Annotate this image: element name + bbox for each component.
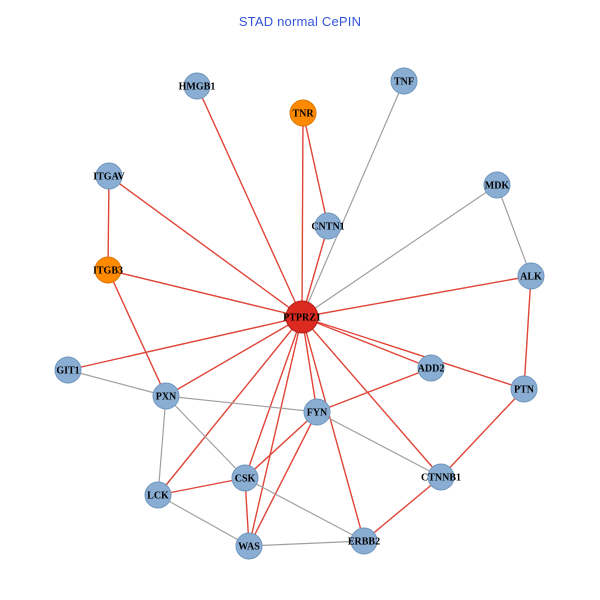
node-LCK[interactable]	[144, 481, 172, 509]
edge-FYN-CSK	[244, 411, 318, 479]
edge-PTPRZ1-ITGAV	[108, 175, 303, 318]
edge-ITGAV-ITGB3	[107, 175, 110, 271]
edge-FYN-ADD2	[316, 367, 432, 413]
edge-PTPRZ1-ADD2	[301, 316, 432, 369]
nodes-layer	[54, 67, 545, 560]
edge-MDK-ALK	[496, 184, 532, 277]
node-MDK[interactable]	[483, 171, 511, 199]
edge-PTPRZ1-ERBB2	[301, 316, 365, 542]
plot-title: STAD normal CePIN	[238, 14, 362, 29]
edge-PTPRZ1-CTNNB1	[301, 316, 442, 478]
edge-PTPRZ1-WAS	[248, 316, 303, 547]
node-CTNNB1[interactable]	[427, 463, 455, 491]
edge-PTPRZ1-MDK	[301, 184, 498, 318]
edge-PTPRZ1-ALK	[301, 275, 532, 318]
node-FYN[interactable]	[303, 398, 331, 426]
node-TNR[interactable]	[289, 99, 317, 127]
edge-PTN-CTNNB1	[440, 388, 525, 478]
edge-CSK-LCK	[157, 477, 246, 496]
edges-layer	[67, 80, 532, 547]
node-ALK[interactable]	[517, 262, 545, 290]
edge-PTPRZ1-HMGB1	[196, 85, 303, 318]
edge-PTPRZ1-LCK	[157, 316, 303, 496]
edge-CTNNB1-ERBB2	[363, 476, 442, 542]
edge-PTPRZ1-CSK	[244, 316, 303, 479]
edge-LCK-WAS	[157, 494, 250, 547]
edge-PXN-CSK	[165, 395, 246, 479]
edge-GIT1-PXN	[67, 369, 167, 397]
node-ITGAV[interactable]	[95, 162, 123, 190]
node-PXN[interactable]	[152, 382, 180, 410]
edge-PTPRZ1-PTN	[301, 316, 525, 390]
edge-ALK-PTN	[523, 275, 532, 390]
edge-ITGB3-PXN	[107, 269, 167, 397]
node-WAS[interactable]	[235, 532, 263, 560]
edge-PTPRZ1-GIT1	[67, 316, 303, 371]
edge-PTPRZ1-TNF	[301, 80, 405, 318]
node-TNF[interactable]	[390, 67, 418, 95]
node-ADD2[interactable]	[417, 354, 445, 382]
node-HMGB1[interactable]	[183, 72, 211, 100]
edge-CSK-ERBB2	[244, 477, 365, 542]
node-CSK[interactable]	[231, 464, 259, 492]
edge-PTPRZ1-ITGB3	[107, 269, 303, 318]
node-PTN[interactable]	[510, 375, 538, 403]
node-ERBB2[interactable]	[350, 527, 378, 555]
edge-WAS-ERBB2	[248, 540, 365, 547]
edge-PXN-LCK	[157, 395, 167, 496]
edge-FYN-CTNNB1	[316, 411, 442, 478]
edge-TNR-CNTN1	[302, 112, 329, 227]
edge-PTPRZ1-PXN	[165, 316, 303, 397]
node-GIT1[interactable]	[54, 356, 82, 384]
node-PTPRZ1[interactable]	[285, 300, 319, 334]
edge-PTPRZ1-TNR	[301, 112, 304, 318]
node-ITGB3[interactable]	[94, 256, 122, 284]
node-CNTN1[interactable]	[314, 212, 342, 240]
edge-FYN-WAS	[248, 411, 318, 547]
edge-PXN-FYN	[165, 395, 318, 413]
